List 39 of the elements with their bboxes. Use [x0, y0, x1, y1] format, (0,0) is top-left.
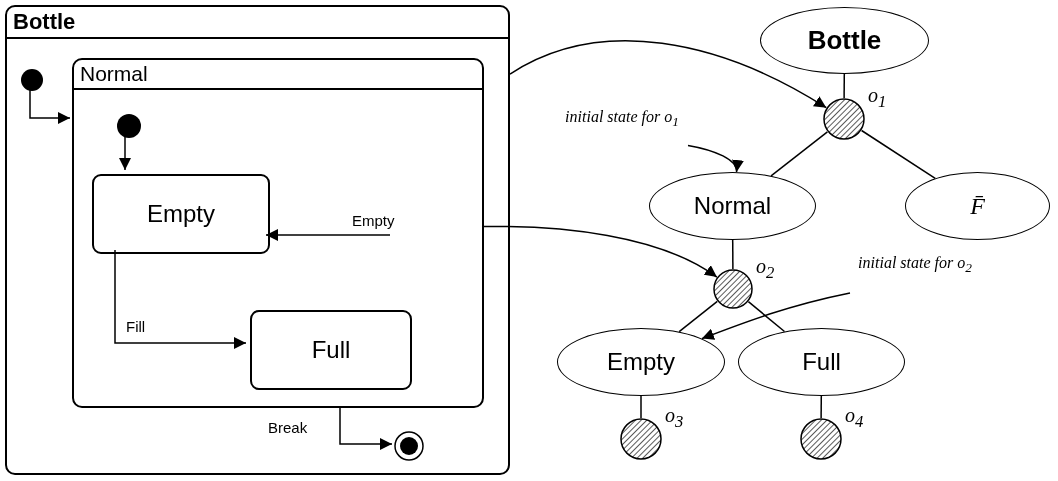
- arrow: [481, 225, 718, 278]
- state-name: Bottle: [807, 25, 882, 56]
- arrow: [339, 405, 393, 450]
- connector-line: [860, 129, 936, 180]
- edge-label: Fill: [124, 318, 148, 335]
- annotation-text: initial state for o$_{1}$: [556, 104, 688, 164]
- connector-line: [843, 73, 846, 99]
- leader-line: [687, 144, 742, 173]
- initial-state-dot: [21, 69, 43, 91]
- object-label: o$_{3}$: [665, 404, 684, 432]
- annotation-text: initial state for o$_{2}$: [850, 250, 980, 310]
- state-name: Normal: [693, 192, 772, 220]
- arrow: [509, 40, 828, 109]
- connector-line: [678, 300, 719, 333]
- state-box: [250, 310, 412, 390]
- edge-label: Break: [266, 419, 310, 436]
- final-state-icon: [394, 431, 424, 461]
- state-name: Empty: [607, 348, 675, 376]
- state-box: [92, 174, 270, 254]
- connector-line: [747, 300, 786, 333]
- connector-line: [770, 131, 829, 177]
- arrow: [114, 249, 247, 349]
- state-name: Full: [311, 336, 351, 364]
- initial-state-dot: [117, 114, 141, 138]
- arrow: [265, 229, 391, 241]
- state-name: Bottle: [7, 7, 508, 39]
- state-name: Normal: [74, 60, 482, 90]
- object-label: o$_{1}$: [868, 84, 887, 112]
- connector-line: [640, 395, 642, 419]
- state-name: Empty: [147, 200, 215, 228]
- composite-state: [5, 5, 510, 475]
- object-label: o$_{4}$: [845, 404, 864, 432]
- connector-line: [731, 239, 734, 270]
- arrow: [29, 88, 71, 124]
- object-label: o$_{2}$: [756, 255, 775, 283]
- connector-line: [820, 395, 823, 419]
- state-name: F̄: [970, 192, 985, 220]
- leader-line: [701, 292, 851, 340]
- state-name: Full: [802, 348, 841, 376]
